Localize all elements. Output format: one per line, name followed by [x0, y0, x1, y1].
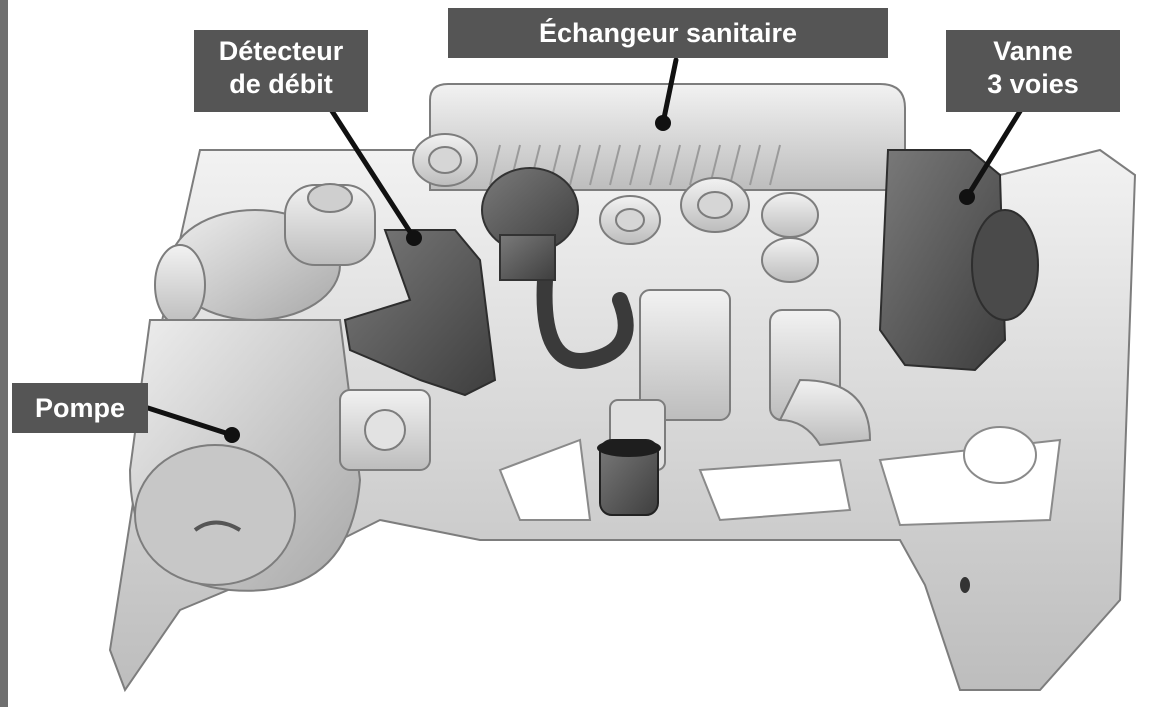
label-echangeur-sanitaire: Échangeur sanitaire: [448, 8, 888, 58]
exchanger-box: [429, 83, 906, 191]
leader-lines: [145, 57, 1025, 438]
label-vanne-3-voies: Vanne 3 voies: [946, 30, 1120, 112]
label-vanne-line-2: 3 voies: [987, 69, 1079, 99]
frame-cutout-middle: [698, 458, 852, 522]
left-border-strip: [0, 0, 8, 707]
flow-detector-body: [343, 229, 497, 397]
leader-dots: [224, 115, 975, 443]
label-detecteur-line-2: de débit: [229, 69, 333, 99]
frame-cutout-left: [498, 438, 592, 521]
sensor-body: [499, 234, 556, 281]
frame-hole-bottom: [960, 577, 970, 593]
label-vanne-line-1: Vanne: [993, 36, 1073, 66]
valve-motor-cap: [971, 209, 1039, 321]
valve-motor-housing: [878, 149, 1007, 372]
label-detecteur-de-debit: Détecteur de débit: [194, 30, 368, 112]
pipe-fittings: [412, 133, 872, 447]
hose: [536, 272, 634, 369]
label-detecteur-line-1: Détecteur: [218, 36, 344, 66]
drain-tap-ring: [597, 439, 661, 457]
pump-assembly: [128, 183, 431, 592]
frame-hole-right: [963, 426, 1037, 484]
label-pompe: Pompe: [12, 383, 148, 433]
exchanger-fins: [489, 144, 781, 186]
